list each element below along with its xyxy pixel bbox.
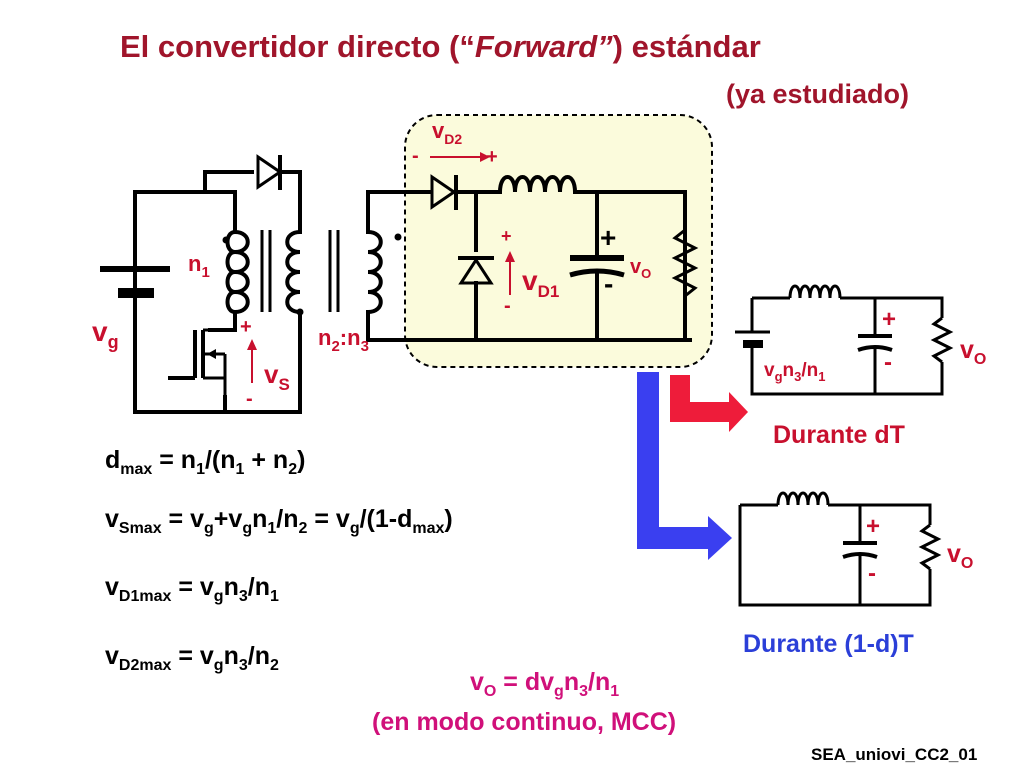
1dt-label-vo: vO bbox=[947, 540, 973, 572]
vd1-minus: - bbox=[504, 295, 511, 317]
vs-minus: - bbox=[246, 388, 253, 410]
label-vs: vS bbox=[264, 359, 290, 394]
slide-subtitle: (ya estudiado) bbox=[726, 79, 909, 109]
output-inductor bbox=[497, 175, 578, 195]
label-vd2: vD2 bbox=[432, 118, 462, 147]
primary-winding-n1 bbox=[222, 229, 250, 315]
vd2-minus: - bbox=[412, 145, 419, 167]
transformer-core bbox=[260, 230, 340, 312]
output-circuit bbox=[430, 152, 699, 342]
eq-vd2max: vD2max = vgn3/n2 bbox=[105, 642, 279, 674]
vs-plus: + bbox=[240, 316, 252, 338]
vd1-plus: + bbox=[501, 226, 512, 246]
red-arrow-dt bbox=[670, 375, 735, 422]
label-durante-1-d-t: Durante (1-d)T bbox=[743, 630, 914, 658]
result-vo-equation: vO = dvgn3/n1 bbox=[470, 668, 619, 700]
blue-arrow-1-dt bbox=[637, 372, 712, 549]
eq-vd1max: vD1max = vgn3/n1 bbox=[105, 573, 279, 605]
result-mode-note: (en modo continuo, MCC) bbox=[372, 708, 676, 736]
1dt-minus: - bbox=[868, 560, 876, 587]
reset-winding-n2 bbox=[285, 229, 304, 316]
label-n1: n1 bbox=[188, 251, 210, 281]
eq-dmax: dmax = n1/(n1 + n2) bbox=[105, 446, 305, 478]
secondary-winding-n3 bbox=[365, 190, 692, 342]
slide-title: El convertidor directo (“Forward”) están… bbox=[120, 29, 761, 64]
equivalent-circuit-1-dt bbox=[738, 491, 942, 607]
vd2-plus: + bbox=[486, 146, 498, 168]
eq-vsmax: vSmax = vg+vgn1/n2 = vg/(1-dmax) bbox=[105, 505, 453, 537]
label-turns-ratio: n2:n3 bbox=[318, 325, 369, 355]
dt-minus: - bbox=[884, 349, 892, 376]
label-durante-dt: Durante dT bbox=[773, 421, 905, 449]
equivalent-circuit-dt bbox=[735, 284, 954, 396]
dt-label-vo: vO bbox=[960, 336, 986, 368]
output-stage-highlight bbox=[404, 114, 713, 368]
footer-id: SEA_uniovi_CC2_01 bbox=[811, 745, 977, 764]
label-vg-n3-n1: vgn3/n1 bbox=[764, 360, 826, 384]
load-resistor bbox=[671, 228, 699, 298]
label-vg: vg bbox=[92, 316, 119, 352]
label-vd1: vD1 bbox=[522, 265, 559, 301]
dt-plus: + bbox=[882, 306, 896, 333]
primary-circuit bbox=[100, 154, 340, 414]
mosfet-switch bbox=[168, 328, 227, 412]
label-vo: vO bbox=[630, 256, 651, 281]
cap-plus: + bbox=[600, 222, 616, 253]
1dt-plus: + bbox=[866, 513, 880, 540]
cap-minus: - bbox=[604, 268, 613, 299]
battery-vg bbox=[100, 266, 170, 298]
reset-diode bbox=[256, 154, 283, 190]
